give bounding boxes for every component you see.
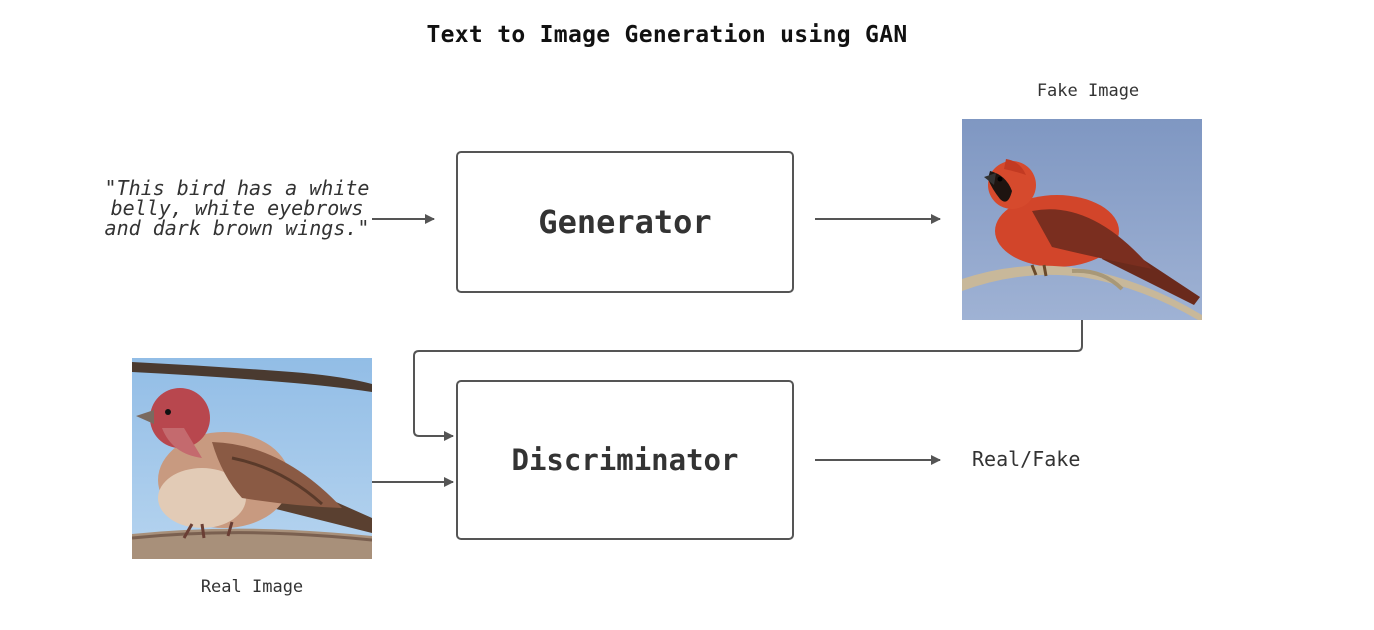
real-bird-feet: [182, 521, 234, 539]
discriminator-box: Discriminator: [456, 380, 794, 540]
real-image-caption: Real Image: [200, 577, 304, 597]
fake-bird-image: [962, 119, 1202, 320]
real-wing-stripe: [231, 456, 324, 506]
real-bird-wing: [212, 442, 342, 508]
fake-image-caption: Fake Image: [1036, 81, 1140, 101]
fake-branch-twig: [1071, 268, 1124, 291]
real-bird-throat: [162, 428, 202, 458]
real-top-branch: [132, 362, 372, 392]
generator-label: Generator: [538, 203, 712, 241]
fake-bird-crest: [1004, 159, 1026, 175]
output-label: Real/Fake: [972, 447, 1081, 471]
real-bird-belly: [158, 468, 246, 528]
fake-bird-eye: [997, 176, 1003, 182]
fake-bird-feet: [1030, 264, 1048, 277]
real-bird-beak: [136, 410, 154, 424]
arrow-fake-image-to-discriminator: [413, 320, 1083, 441]
real-bird-eye: [165, 409, 171, 415]
fake-bird-illustration: [962, 119, 1202, 320]
discriminator-label: Discriminator: [511, 443, 739, 477]
real-bird-image: [132, 358, 372, 559]
real-bird-illustration: [132, 358, 372, 559]
fake-bird-beak: [984, 173, 996, 185]
real-branch-edge: [132, 531, 372, 542]
diagram-title: Text to Image Generation using GAN: [426, 22, 908, 48]
fake-branch: [962, 265, 1202, 320]
generator-box: Generator: [456, 151, 794, 293]
text-prompt: "This bird has a white belly, white eyeb…: [104, 176, 370, 240]
fake-bird-wing: [1032, 209, 1152, 269]
